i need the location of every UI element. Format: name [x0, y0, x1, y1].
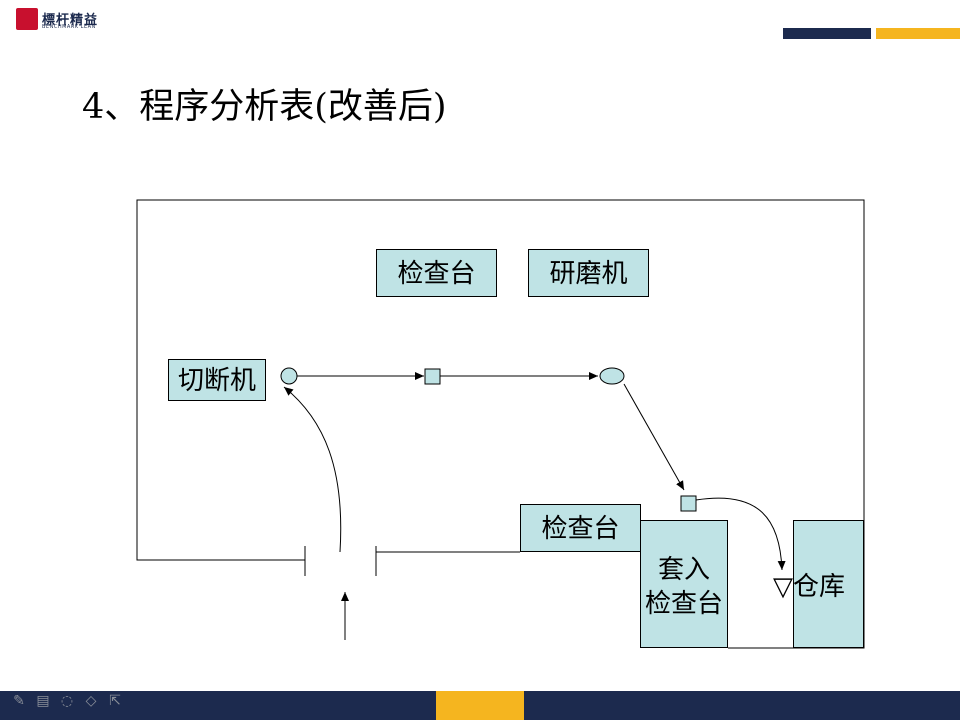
- inspection-square-2: [680, 495, 697, 512]
- grinder-station-label: 研磨机: [549, 259, 628, 289]
- inspection-station-top-label: 检查台: [397, 259, 476, 289]
- pen-icon[interactable]: ✎: [13, 693, 25, 709]
- logo-mark-icon: [16, 8, 38, 30]
- fit-inspection-label-line1: 套入: [657, 555, 710, 585]
- slide-title: 4、程序分析表(改善后): [82, 87, 447, 127]
- logo-subtext: BENCHMARK LEAN: [42, 24, 96, 30]
- inspection-station-bottom: 检查台: [520, 504, 641, 552]
- cutter-station-label: 切断机: [177, 366, 256, 396]
- flow-arrow-3: [623, 383, 685, 491]
- brand-logo: 標杆精益 BENCHMARK LEAN: [16, 8, 116, 32]
- footer-accent: [436, 691, 524, 720]
- logo-text: 標杆精益: [42, 13, 99, 28]
- operation-circle-cutting: [280, 367, 298, 385]
- cutter-station: 切断机: [168, 359, 266, 401]
- warehouse-block: [793, 520, 864, 648]
- inspection-station-top: 检查台: [376, 249, 497, 297]
- header-decoration-gold: [876, 28, 960, 39]
- fit-inspection-label-line2: 检查台: [644, 589, 723, 619]
- fit-inspection-station: 套入 检查台: [640, 520, 728, 648]
- inspection-station-bottom-label: 检查台: [541, 514, 620, 544]
- inspection-square-1: [424, 368, 441, 385]
- factory-wall: [136, 199, 865, 649]
- eraser-icon[interactable]: ◇: [85, 693, 97, 709]
- operation-ellipse-grinding: [599, 367, 625, 385]
- header-decoration-navy: [783, 28, 871, 39]
- flow-curve-to-cutter: [283, 386, 342, 553]
- grinder-station: 研磨机: [528, 249, 649, 297]
- warehouse-label: ▽仓库: [773, 572, 845, 602]
- ink-icon[interactable]: ◌: [60, 693, 74, 709]
- pointer-icon[interactable]: ⇱: [109, 693, 121, 709]
- flow-curve-to-warehouse: [695, 497, 786, 571]
- slide-icon[interactable]: ▤: [36, 693, 50, 709]
